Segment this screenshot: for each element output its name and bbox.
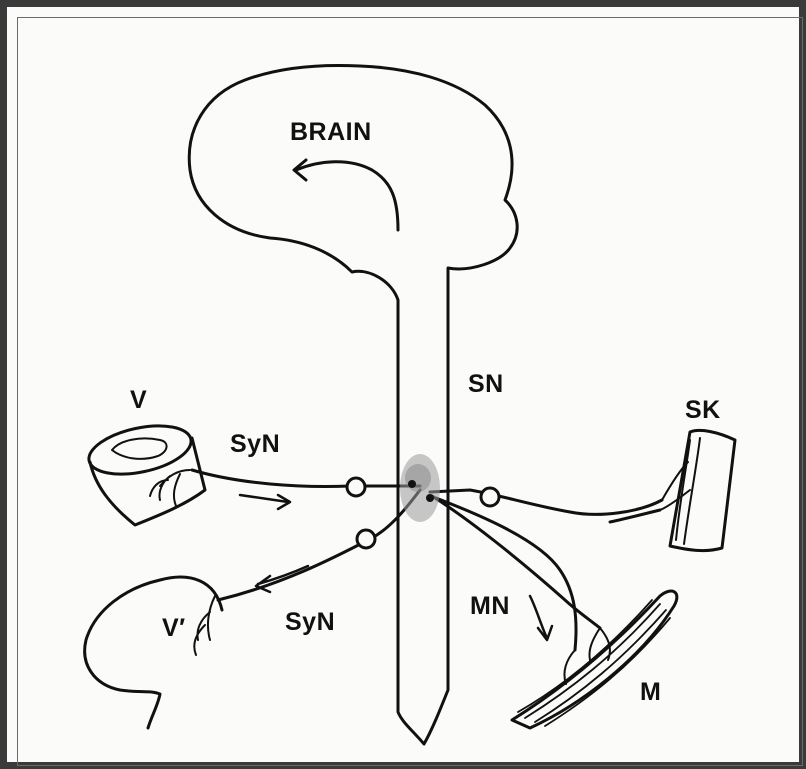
sympathetic-fiber-top — [192, 470, 420, 486]
label-sn: SN — [468, 370, 504, 398]
label-syn-bottom: SyN — [285, 608, 335, 636]
brain-pathway — [296, 162, 398, 230]
motor-fiber-arrow — [530, 596, 552, 640]
visceral-organ-v-texture — [112, 438, 167, 458]
label-brain: BRAIN — [290, 118, 372, 146]
synapse-dot-1 — [408, 480, 416, 488]
label-mn: MN — [470, 592, 510, 620]
visceral-organ-v-nerve-endings — [150, 470, 190, 506]
spinal-nucleus-shading — [400, 454, 440, 522]
skin-sk-outline — [670, 430, 735, 550]
ganglion-top — [347, 478, 365, 496]
label-m: M — [640, 678, 661, 706]
brain-and-spinal-cord-outline — [189, 65, 517, 744]
label-sk: SK — [685, 396, 721, 424]
label-v-prime: V′ — [162, 614, 186, 642]
synapse-dot-2 — [426, 494, 434, 502]
visceral-organ-v-prime-nerve-endings — [194, 596, 215, 655]
muscle-m-fibers — [518, 600, 670, 726]
visceral-organ-v-prime — [85, 577, 222, 728]
label-v: V — [130, 386, 147, 414]
ganglion-sensory — [481, 488, 499, 506]
motor-fiber-2 — [436, 498, 576, 650]
ganglion-bottom — [357, 530, 375, 548]
sympathetic-fiber-top-arrow — [240, 495, 290, 509]
label-syn-top: SyN — [230, 430, 280, 458]
sympathetic-fiber-bottom — [218, 490, 420, 600]
